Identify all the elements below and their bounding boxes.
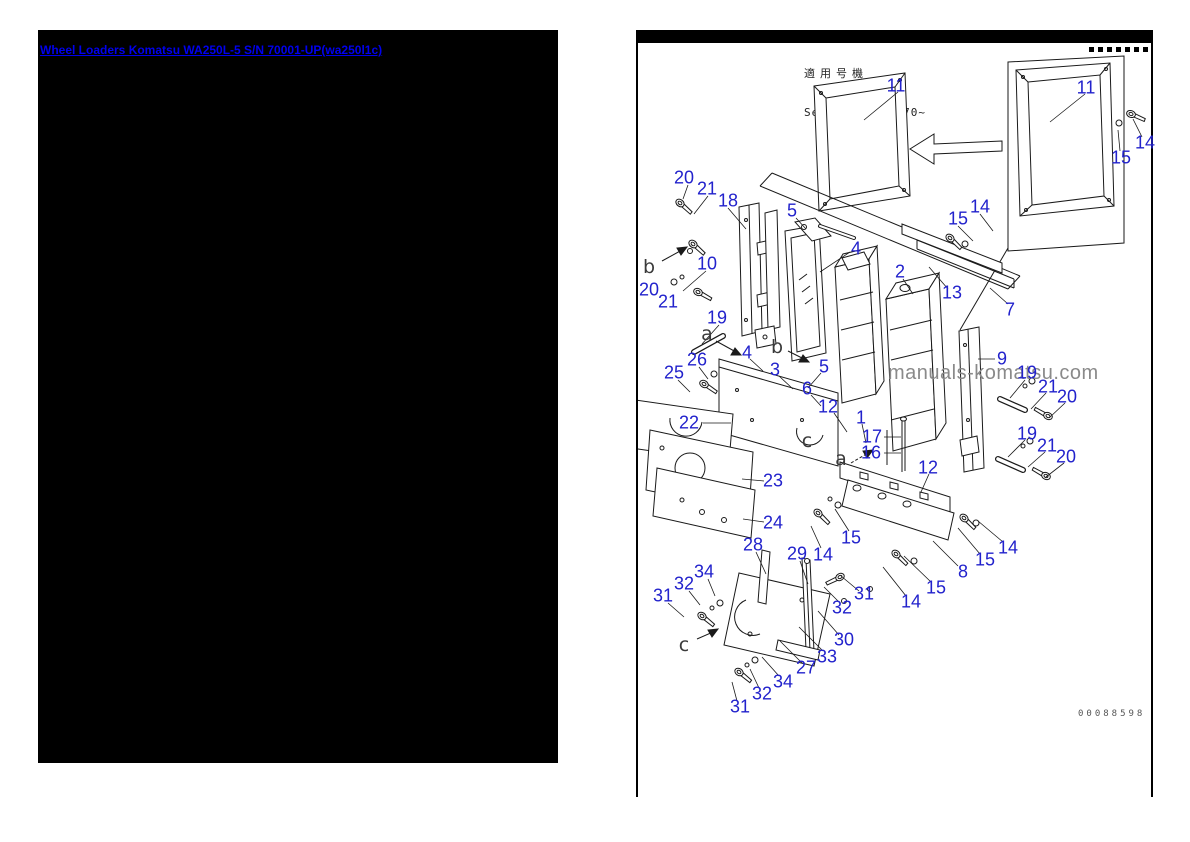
exploded-parts-drawing bbox=[638, 30, 1147, 797]
manual-title-link[interactable]: Wheel Loaders Komatsu WA250L-5 S/N 70001… bbox=[40, 43, 383, 57]
watermark: manuals-komatsu.com bbox=[888, 362, 1099, 384]
page-corner-dashes bbox=[1089, 47, 1149, 52]
diagram-art-group bbox=[638, 56, 1147, 701]
diagram-page-panel: 適用号機 Serial No 70570~ bbox=[636, 30, 1153, 797]
serial-heading-jp: 適用号機 bbox=[804, 67, 868, 80]
page-code: 00088598 bbox=[1078, 709, 1146, 719]
left-page-panel: Wheel Loaders Komatsu WA250L-5 S/N 70001… bbox=[38, 30, 558, 763]
page-top-bar bbox=[638, 30, 1151, 43]
